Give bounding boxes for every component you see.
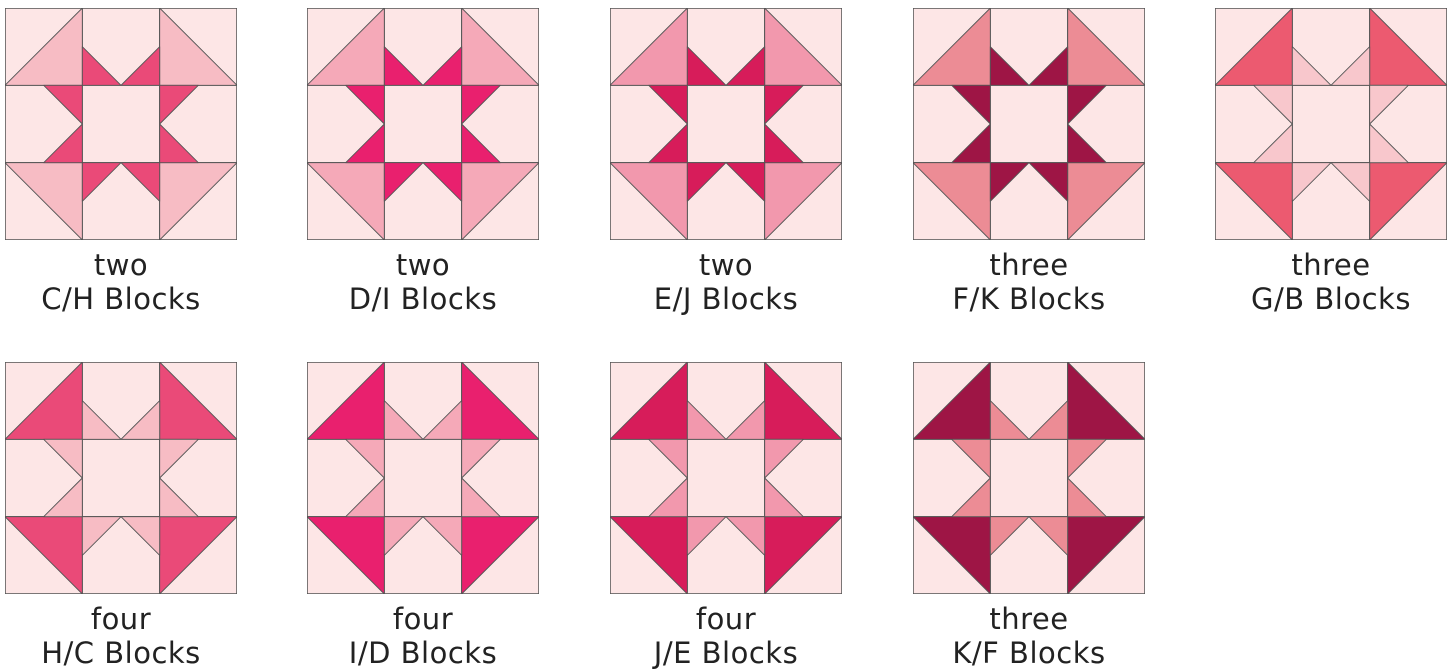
block-label: D/I Blocks xyxy=(307,282,539,316)
block-count: three xyxy=(913,602,1145,636)
patch-square xyxy=(990,85,1067,162)
patch-square xyxy=(687,85,764,162)
block-count: three xyxy=(913,248,1145,282)
block-count: three xyxy=(1215,248,1447,282)
quilt-block-diagram xyxy=(307,362,539,594)
patch-square xyxy=(1292,85,1369,162)
quilt-block-item: three G/B Blocks xyxy=(1215,8,1447,316)
block-label: I/D Blocks xyxy=(307,636,539,670)
block-label: H/C Blocks xyxy=(5,636,237,670)
block-count: four xyxy=(610,602,842,636)
block-label: F/K Blocks xyxy=(913,282,1145,316)
block-label: G/B Blocks xyxy=(1215,282,1447,316)
quilt-block-item: two D/I Blocks xyxy=(307,8,539,316)
quilt-block-diagram xyxy=(5,362,237,594)
block-caption: three K/F Blocks xyxy=(913,602,1145,670)
quilt-block-item: two C/H Blocks xyxy=(5,8,237,316)
quilt-block-diagram xyxy=(913,8,1145,240)
block-label: K/F Blocks xyxy=(913,636,1145,670)
block-caption: four I/D Blocks xyxy=(307,602,539,670)
quilt-block-item: four H/C Blocks xyxy=(5,362,237,670)
block-label: J/E Blocks xyxy=(610,636,842,670)
patch-square xyxy=(384,439,461,516)
block-count: two xyxy=(307,248,539,282)
patch-square xyxy=(82,85,159,162)
block-count: two xyxy=(5,248,237,282)
block-caption: three F/K Blocks xyxy=(913,248,1145,316)
quilt-block-diagram xyxy=(913,362,1145,594)
block-caption: three G/B Blocks xyxy=(1215,248,1447,316)
block-caption: two C/H Blocks xyxy=(5,248,237,316)
quilt-block-item: three K/F Blocks xyxy=(913,362,1145,670)
quilt-block-item: two E/J Blocks xyxy=(610,8,842,316)
patch-square xyxy=(82,439,159,516)
quilt-block-diagram xyxy=(5,8,237,240)
block-caption: two D/I Blocks xyxy=(307,248,539,316)
quilt-block-item: three F/K Blocks xyxy=(913,8,1145,316)
block-caption: two E/J Blocks xyxy=(610,248,842,316)
quilt-block-diagram xyxy=(610,362,842,594)
block-label: E/J Blocks xyxy=(610,282,842,316)
quilt-block-diagram xyxy=(610,8,842,240)
quilt-block-item: four I/D Blocks xyxy=(307,362,539,670)
patch-square xyxy=(990,439,1067,516)
block-count: four xyxy=(307,602,539,636)
block-count: two xyxy=(610,248,842,282)
patch-square xyxy=(687,439,764,516)
quilt-block-diagram xyxy=(1215,8,1447,240)
block-caption: four H/C Blocks xyxy=(5,602,237,670)
quilt-block-item: four J/E Blocks xyxy=(610,362,842,670)
block-caption: four J/E Blocks xyxy=(610,602,842,670)
block-label: C/H Blocks xyxy=(5,282,237,316)
patch-square xyxy=(384,85,461,162)
quilt-block-diagram xyxy=(307,8,539,240)
block-count: four xyxy=(5,602,237,636)
